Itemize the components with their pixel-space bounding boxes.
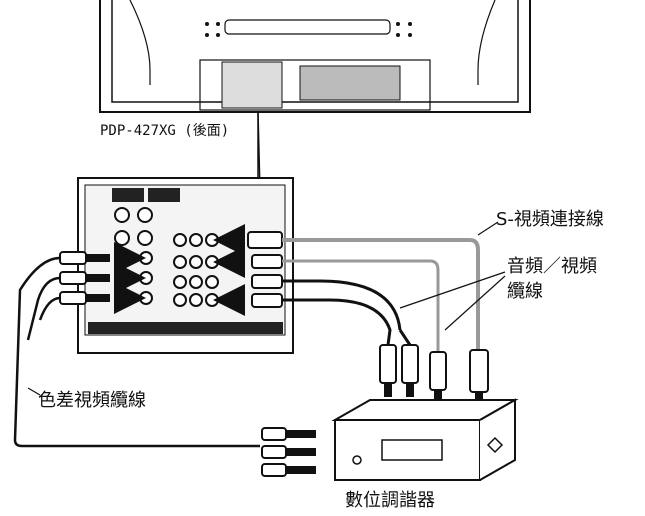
component-plugs-left (13, 251, 260, 448)
component-cable-label: 色差視頻纜線 (38, 390, 146, 411)
stb-plugs (379, 344, 489, 404)
tv-model-label: PDP-427XG (後面) (100, 123, 230, 139)
digital-tuner-icon (331, 398, 519, 481)
stb-component-plugs (261, 427, 316, 477)
tv-rear-icon (99, 0, 531, 113)
s-video-cable (282, 238, 480, 350)
s-video-cable-label: S-視頻連接線 (496, 209, 604, 230)
label-leaders (27, 221, 506, 396)
set-top-box-label: 數位調諧器 (345, 490, 435, 511)
av-cable-label-line1: 音頻／視頻 (507, 256, 597, 277)
av-cable-gray (282, 259, 440, 352)
av-cable-label-line2: 纜線 (507, 281, 543, 302)
av-cable-black (282, 279, 412, 346)
